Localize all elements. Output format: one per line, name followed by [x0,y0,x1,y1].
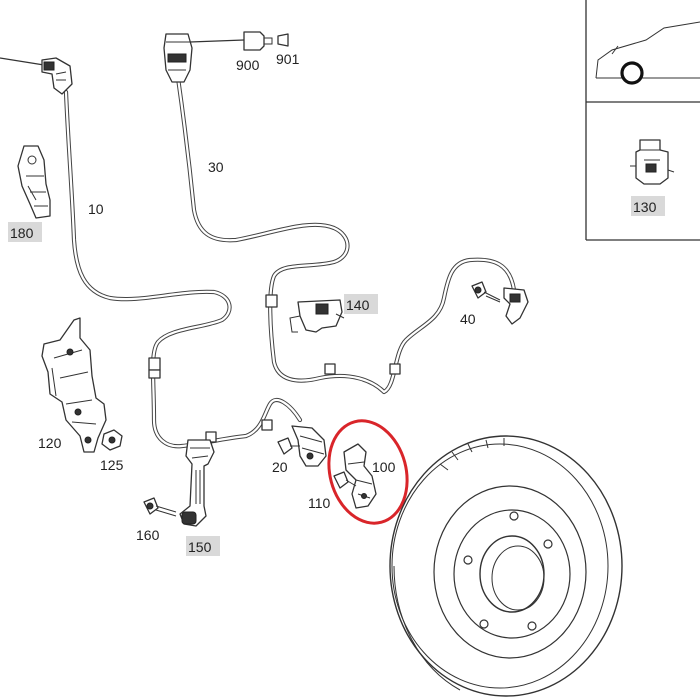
label-125: 125 [100,457,124,473]
label-40: 40 [460,311,476,327]
label-901: 901 [276,51,300,67]
label-110: 110 [308,495,331,511]
bracket-100-icon [343,443,377,509]
seal-901-icon [277,33,289,47]
sensor-cable-10 [63,89,303,449]
car-silhouette-icon [595,21,700,79]
sensor-20-icon [277,425,327,467]
nut-125-icon [101,429,123,451]
label-900: 900 [236,57,260,73]
label-180: 180 [10,225,34,241]
label-130: 130 [633,199,657,215]
clip-130-icon [630,139,675,185]
label-120: 120 [38,435,62,451]
label-10: 10 [88,201,104,217]
sensor-150-icon [179,439,215,527]
label-150: 150 [188,539,212,555]
label-30: 30 [208,159,224,175]
bolt-160-icon [143,497,177,517]
cable-grommets [148,294,401,443]
bracket-180-icon [17,145,51,219]
bolt-40-icon [471,281,501,303]
sensor-cable-30 [175,75,517,395]
connector-30-icon [163,33,245,83]
brake-disc-icon [389,435,623,697]
bracket-140-icon [289,299,345,333]
sensor-end-icon [503,287,529,325]
label-140: 140 [346,297,370,313]
plug-900-icon [243,31,273,51]
connector-10-icon [0,57,73,95]
label-100: 100 [372,459,396,475]
wheel-marker-icon [620,61,644,85]
bolt-110-icon [333,471,357,489]
label-20: 20 [272,459,288,475]
knuckle-120-icon [41,317,107,453]
inset-panel: 130 [585,0,700,241]
label-160: 160 [136,527,160,543]
highlight-circle [327,419,409,525]
